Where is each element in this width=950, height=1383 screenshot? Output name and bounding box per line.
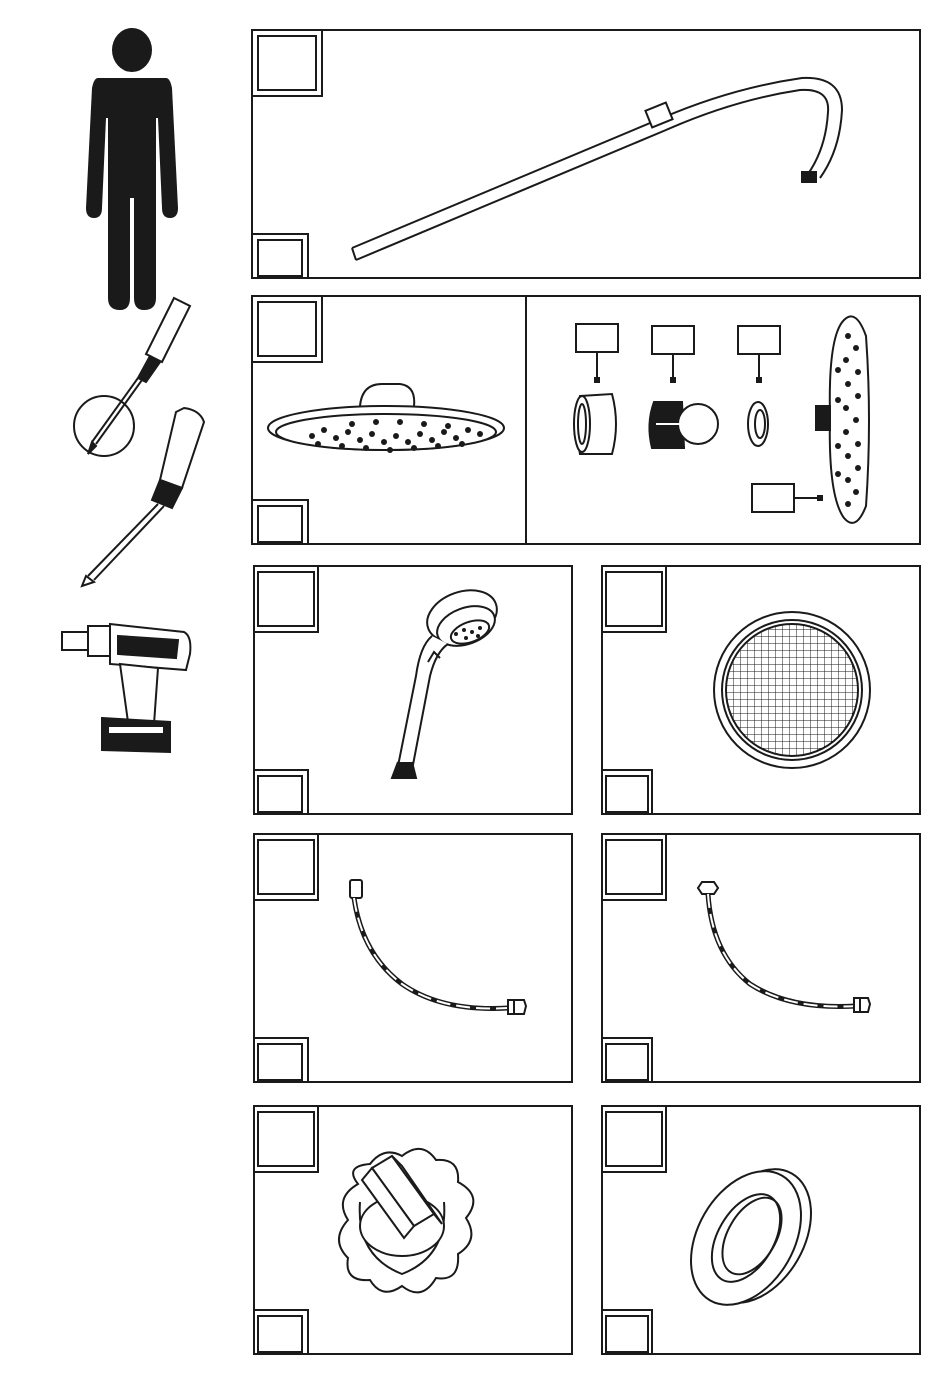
panel-hand-shower (252, 566, 574, 816)
hand-shower-icon (392, 581, 504, 778)
panel-number-box (258, 36, 316, 90)
panel-quantity-box (258, 240, 302, 276)
flat-screwdriver-icon (72, 400, 212, 595)
flexible-hose-icon (698, 882, 870, 1012)
ball-joint-icon (649, 402, 718, 448)
flexible-hose-icon (350, 880, 526, 1014)
panel-hose-b (600, 834, 922, 1084)
connector-nut-icon (574, 394, 616, 454)
handle-knob-icon (339, 1149, 473, 1293)
person-icon (80, 28, 184, 317)
cordless-drill-icon (58, 618, 198, 763)
rain-shower-head-icon (268, 384, 504, 453)
panel-hose-a (252, 834, 574, 1084)
panel-shower-arm (252, 30, 922, 280)
shower-arm-icon (352, 78, 842, 260)
o-ring-icon (748, 402, 768, 446)
panel-filter-screen (600, 566, 922, 816)
panel-shower-head (252, 296, 922, 546)
shower-plate-side-icon (816, 316, 869, 523)
rubber-washer-icon (668, 1150, 833, 1325)
shower-head-parts (574, 316, 869, 523)
panel-handle-knob (252, 1106, 574, 1356)
panel-washer (600, 1106, 922, 1356)
filter-screen-icon (714, 612, 870, 768)
